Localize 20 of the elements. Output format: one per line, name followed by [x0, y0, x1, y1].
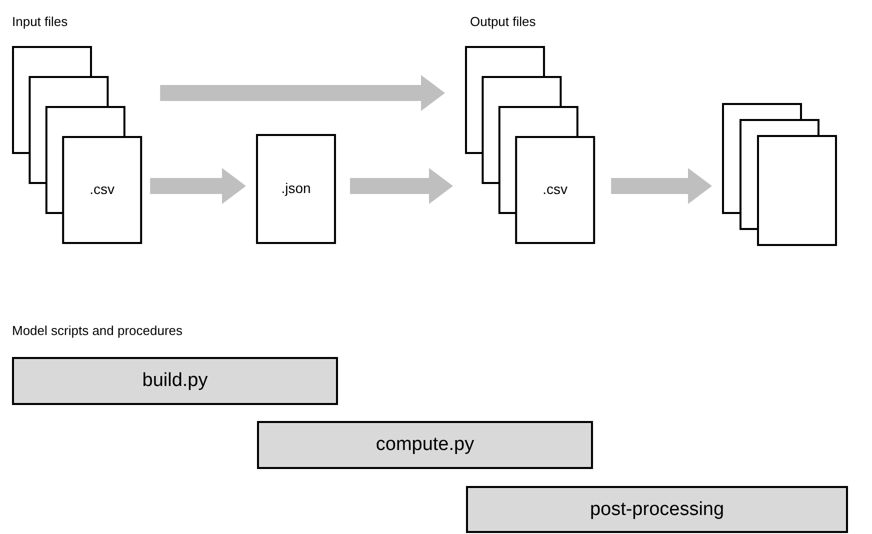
process-bar	[466, 486, 848, 533]
document-stack	[12, 46, 142, 244]
section-heading: Model scripts and procedures	[12, 323, 183, 338]
process-bar	[257, 421, 593, 469]
arrow	[150, 168, 246, 204]
process-label: build.py	[142, 370, 208, 392]
file-extension: .csv	[542, 181, 569, 197]
section-heading: Output files	[470, 14, 536, 29]
section-heading: Input files	[12, 14, 68, 29]
process-label: compute.py	[376, 434, 474, 456]
arrow	[611, 168, 712, 204]
document-page	[256, 134, 336, 244]
arrow	[160, 75, 445, 111]
process-label: post-processing	[590, 498, 724, 520]
file-extension: .csv	[88, 181, 116, 197]
process-bar	[12, 357, 338, 405]
arrow	[350, 168, 453, 204]
file-extension: .json	[280, 180, 312, 196]
document-stack	[465, 46, 596, 244]
document-stack	[722, 103, 837, 246]
